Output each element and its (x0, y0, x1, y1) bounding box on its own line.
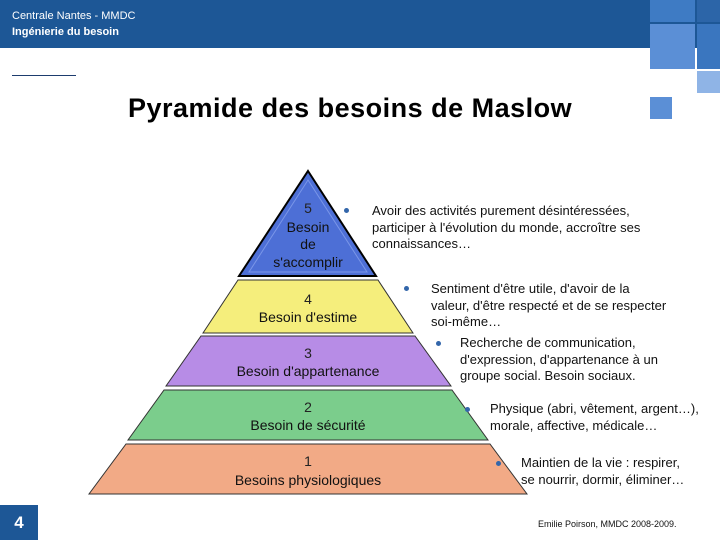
desc-level4-line-3: soi-même… (431, 314, 502, 329)
decor-square-4 (697, 24, 720, 69)
desc-level4-line-1: Sentiment d'être utile, d'avoir de la (431, 281, 630, 296)
decor-square-5 (697, 71, 720, 93)
desc-level3: Recherche de communication, d'expression… (460, 335, 710, 385)
tier-5-line-1: Besoin (287, 219, 330, 235)
bullet-level5 (344, 208, 349, 213)
tier-1-number: 1 (304, 453, 312, 469)
bullet-level2 (465, 407, 470, 412)
desc-level5-line-2: participer à l'évolution du monde, accro… (372, 219, 641, 235)
tier-2-line-1: Besoin de sécurité (250, 417, 365, 433)
desc-level5: Avoir des activités purement désintéress… (372, 203, 672, 253)
bullet-level4 (404, 286, 409, 291)
header-rule (12, 75, 76, 76)
desc-level3-line-2: d'expression, d'appartenance à un (460, 351, 658, 367)
decor-square-3 (650, 24, 695, 69)
tier-4-shape (202, 279, 414, 334)
tier-3-number: 3 (304, 345, 312, 361)
desc-level1: Maintien de la vie : respirer, se nourri… (521, 455, 716, 488)
slide-header: Centrale Nantes - MMDC Ingénierie du bes… (0, 0, 720, 48)
desc-level3-line-1: Recherche de communication, (460, 335, 636, 350)
tier-2-number: 2 (304, 399, 312, 415)
desc-level4-line-2: valeur, d'être respecté et de se respect… (431, 297, 667, 313)
tier-1-shape (88, 443, 528, 495)
tier-5-inner (248, 179, 368, 273)
page-number: 4 (0, 505, 38, 540)
slide-footer: Emilie Poirson, MMDC 2008-2009. (538, 519, 677, 529)
title-square (650, 97, 672, 119)
tier-3-shape (165, 335, 452, 387)
desc-level4: Sentiment d'être utile, d'avoir de la va… (431, 281, 711, 331)
bullet-level3 (436, 341, 441, 346)
desc-level3-line-3: groupe social. Besoin sociaux. (460, 368, 636, 383)
tier-5-line-3: s'accomplir (273, 254, 343, 270)
tier-3-line-1: Besoin d'appartenance (237, 363, 380, 379)
tier-4-line-1: Besoin d'estime (259, 309, 358, 325)
tier-4-number: 4 (304, 291, 312, 307)
tier-5-number: 5 (304, 200, 312, 216)
desc-level2-line-1: Physique (abri, vêtement, argent…), (490, 401, 699, 416)
desc-level2: Physique (abri, vêtement, argent…), mora… (490, 401, 718, 434)
course-name: Ingénierie du besoin (12, 26, 119, 38)
slide-title: Pyramide des besoins de Maslow (128, 93, 573, 123)
decor-square-2 (697, 0, 720, 22)
desc-level1-line-2: se nourrir, dormir, éliminer… (521, 471, 685, 487)
tier-2-shape (127, 389, 489, 441)
tier-1-line-1: Besoins physiologiques (235, 472, 381, 488)
decor-square-1 (650, 0, 695, 22)
bullet-level1 (496, 461, 501, 466)
desc-level5-line-3: connaissances… (372, 236, 471, 251)
desc-level1-line-1: Maintien de la vie : respirer, (521, 455, 680, 470)
desc-level2-line-2: morale, affective, médicale… (490, 417, 658, 433)
org-name: Centrale Nantes - MMDC (12, 10, 136, 22)
desc-level5-line-1: Avoir des activités purement désintéress… (372, 203, 630, 218)
tier-5-line-2: de (300, 236, 316, 252)
